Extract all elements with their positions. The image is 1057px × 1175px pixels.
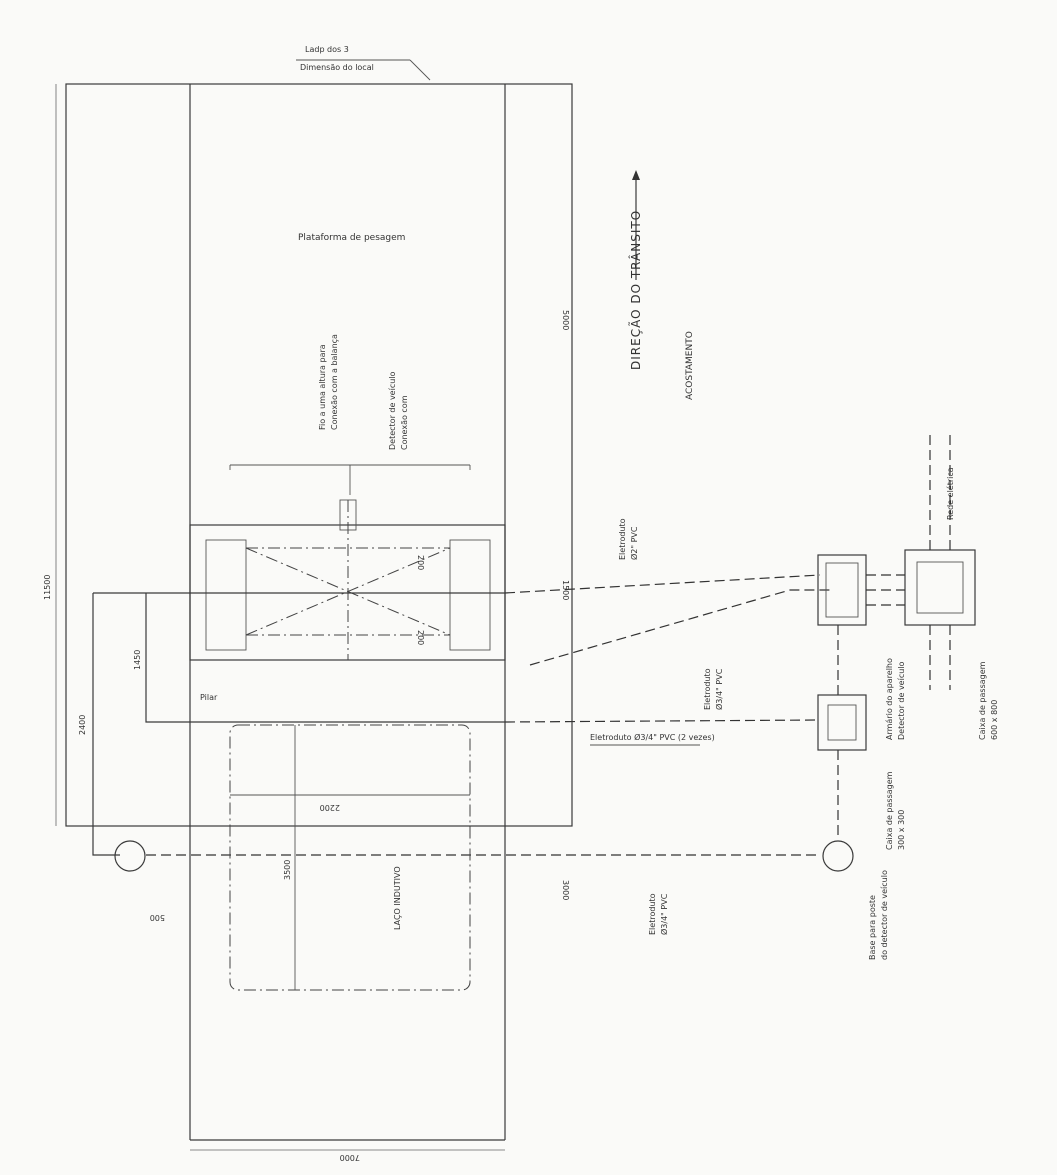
dim-bottom: 7000 [340, 1153, 360, 1162]
conduit-note: Eletroduto Ø3/4" PVC (2 vezes) [590, 732, 715, 742]
left-wire [92, 593, 120, 856]
dim-loop-w: 2200 [320, 803, 340, 812]
left-bracket [205, 539, 247, 651]
pipe-b1: Eletroduto [703, 668, 712, 710]
road-outline [65, 83, 573, 827]
inspection-box-inner [827, 704, 857, 741]
note-b1: Detector de veículo [388, 371, 397, 450]
pipe-c2: Ø3/4" PVC [659, 893, 669, 935]
parking-label: ACOSTAMENTO [685, 331, 695, 400]
post-base-left [114, 840, 146, 872]
cabinet-label-1: Armário do aparelho [885, 658, 894, 740]
brace-ticks [229, 465, 471, 495]
conduit-mid [504, 719, 821, 723]
pillar-label: Pilar [200, 693, 218, 702]
junction-box-inner [916, 561, 964, 614]
top-note-2: Dimensão do local [300, 63, 374, 72]
cabinet-inner [825, 562, 859, 618]
pipe-b2: Ø3/4" PVC [714, 668, 724, 710]
inspect-label-2: 300 x 300 [897, 810, 906, 850]
dim-loop-h: 3500 [283, 860, 292, 880]
inductive-loop [229, 724, 471, 991]
note-b2: Conexão com [400, 395, 409, 450]
inspection-box [817, 694, 867, 751]
dim-200a: 200 [416, 555, 425, 570]
pipe-a1: Eletroduto [618, 518, 627, 560]
right-bracket [449, 539, 491, 651]
direction-label: DIREÇÃO DO TRÂNSITO [628, 210, 643, 370]
base-label-2: do detector de veículo [880, 870, 889, 960]
junction-box-large [904, 549, 976, 626]
dim-right-top: 5000 [561, 310, 570, 330]
note-a1: Fio a uma altura para [318, 344, 327, 430]
junction-box [339, 499, 357, 531]
box-label-1: Caixa de passagem [978, 661, 987, 740]
dim-mid: 1450 [133, 650, 142, 670]
top-note-1: Ladp dos 3 [305, 45, 349, 54]
top-note-leader [409, 59, 431, 81]
post-base-right [822, 840, 854, 872]
base-label-1: Base para poste [868, 895, 877, 960]
dim-left: 2400 [78, 715, 87, 735]
direction-arrow-head [632, 170, 640, 180]
plate-label: Plataforma de pesagem [298, 233, 405, 243]
dim-small: 500 [150, 913, 165, 922]
dim-1500: 1500 [561, 580, 570, 600]
conduit-diagonal [529, 589, 830, 666]
conduit-upper [504, 574, 821, 594]
power-label: Rede elétrica [945, 467, 955, 520]
mid-wire [145, 593, 505, 723]
loop-label: LAÇO INDUTIVO [393, 866, 402, 930]
dim-total: 11500 [43, 575, 52, 600]
pipe-c1: Eletroduto [648, 893, 657, 935]
box-label-2: 600 x 800 [990, 700, 999, 740]
dim-right-bottom: 3000 [561, 880, 570, 900]
note-a2: Conexão com a balança [330, 334, 339, 430]
cabinet-label-2: Detector de veículo [897, 661, 906, 740]
dim-200b: 200 [416, 630, 425, 645]
inspect-label-1: Caixa de passagem [885, 771, 894, 850]
pipe-a2: Ø2" PVC [629, 526, 639, 560]
